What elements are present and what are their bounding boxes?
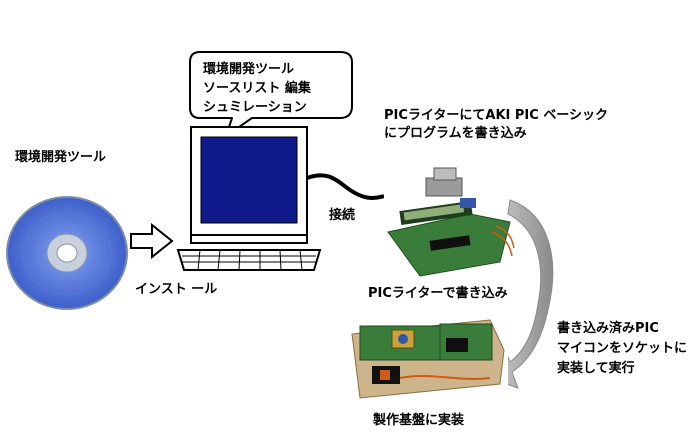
board-side-caption-line-1: 書き込み済みPIC	[557, 321, 659, 336]
board-caption: 製作基盤に実装	[373, 413, 465, 428]
bubble-line-2: ソースリスト 編集	[203, 81, 311, 96]
target-board-photo	[348, 316, 508, 404]
cd-disc-icon	[6, 196, 128, 310]
connection-label: 接続	[329, 208, 356, 223]
pic-writer-caption-line-2: にプログラムを書き込み	[384, 126, 527, 141]
board-side-caption-line-2: マイコンをソケットに	[557, 341, 688, 356]
board-side-caption-line-3: 実装して実行	[557, 361, 635, 376]
bubble-line-3: シュミレーション	[203, 100, 307, 115]
install-arrow-icon	[130, 222, 174, 260]
bubble-line-1: 環境開発ツール	[203, 62, 295, 77]
pic-writer-caption-line-1: PICライターにてAKI PIC ベーシック	[384, 108, 609, 123]
cd-label: 環境開発ツール	[15, 150, 107, 165]
connection-cable	[306, 173, 385, 200]
install-label: インスト ール	[135, 282, 218, 297]
pic-writer-sub-caption: PICライターで書き込み	[368, 286, 508, 301]
computer-icon	[176, 126, 322, 271]
pic-writer-photo	[384, 154, 515, 278]
